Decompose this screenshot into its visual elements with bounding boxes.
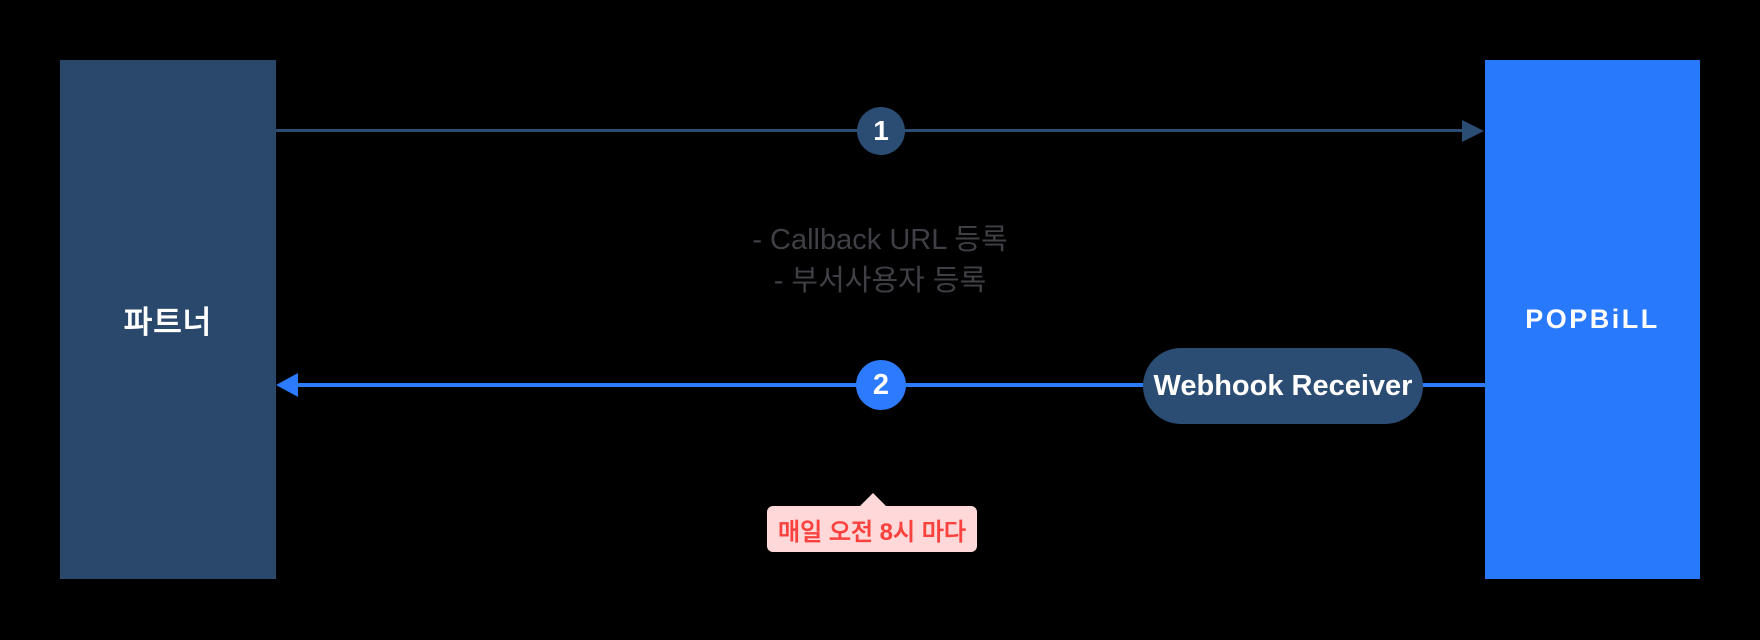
flow1-notes: - Callback URL 등록 - 부서사용자 등록 (580, 220, 1180, 302)
flow1-arrowhead-right-icon (1462, 120, 1484, 142)
partner-box: 파트너 (60, 60, 276, 579)
callout-bubble: 매일 오전 8시 마다 (767, 506, 977, 552)
popbill-box: POPBiLL (1485, 60, 1700, 579)
step1-badge: 1 (857, 107, 905, 155)
webhook-receiver-label: Webhook Receiver (1153, 369, 1413, 402)
partner-label: 파트너 (123, 305, 213, 340)
step2-number: 2 (872, 368, 890, 401)
callout-label: 매일 오전 8시 마다 (778, 518, 966, 546)
flow2-arrowhead-left-icon (276, 373, 298, 397)
step2-badge: 2 (856, 360, 906, 410)
callout-pointer-icon (859, 493, 887, 507)
step1-number: 1 (873, 115, 889, 146)
note-department-user: - 부서사용자 등록 (773, 265, 987, 297)
webhook-receiver-pill: Webhook Receiver (1143, 348, 1423, 424)
note-callback-url: - Callback URL 등록 (752, 224, 1008, 256)
popbill-label: POPBiLL (1525, 304, 1660, 334)
